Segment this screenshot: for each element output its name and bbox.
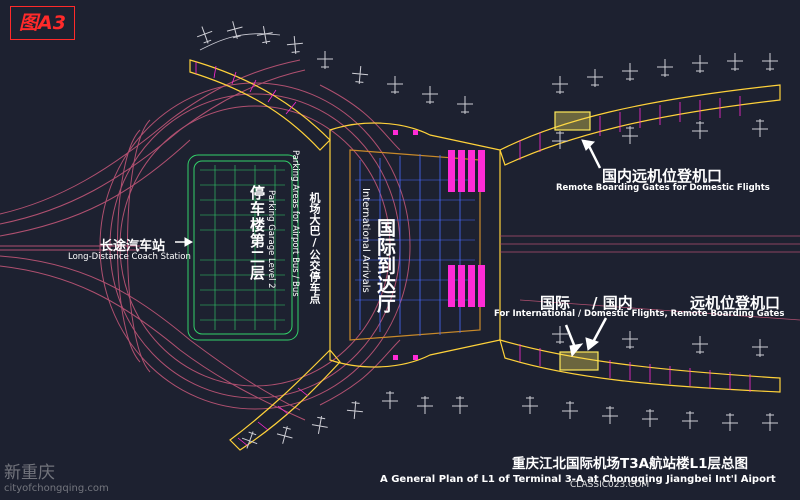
domestic-remote-gates-label-cn: 国内远机位登机口: [602, 167, 723, 185]
runway-band: [500, 235, 800, 253]
watermark-left: 新重庆 cityofchongqing.com: [4, 458, 109, 494]
terminal-building: [329, 122, 501, 368]
watermark-left-text: 新重庆: [4, 463, 55, 483]
domestic-label-cn: / 国内: [592, 294, 633, 312]
terminal-columns: [393, 130, 485, 360]
pointer-arrows: [175, 139, 608, 358]
concourse-south-east: [499, 299, 800, 393]
plan-title-cn: 重庆江北国际机场T3A航站楼L1层总图: [512, 456, 749, 472]
concourse-north-east: [499, 84, 781, 166]
bus-parking-label-en: Parking Areas for Airport Bus / Bus: [290, 150, 300, 297]
coach-station-label-cn: 长途汽车站: [100, 239, 166, 254]
bus-parking-label-cn: 机场大巴/公交停车点: [308, 192, 321, 304]
remote-gates-label-cn: 远机位登机口: [690, 294, 781, 312]
aircraft-stands: [196, 21, 778, 449]
parking-garage-label-en: Parking Garage Level 2: [266, 190, 276, 289]
intl-domestic-remote-gates-label-en: For International / Domestic Flights, Re…: [494, 309, 785, 319]
figure-label: 图A3: [10, 6, 75, 40]
intl-arrivals-label-cn: 国际到达厅: [374, 218, 396, 313]
concourse-north-west: [189, 33, 331, 151]
coach-station-label-en: Long-Distance Coach Station: [68, 252, 191, 262]
concourse-south-west: [229, 349, 341, 451]
parking-garage-label-cn: 停车楼第二层: [248, 185, 266, 281]
watermark-right: CLASSIC023.COM: [570, 480, 650, 490]
domestic-remote-gates-label-en: Remote Boarding Gates for Domestic Fligh…: [556, 183, 770, 193]
intl-arrivals-label-en: International Arrivals: [360, 188, 371, 293]
road-network: [0, 59, 411, 421]
watermark-left-url: cityofchongqing.com: [4, 483, 109, 494]
intl-label-cn: 国际: [540, 294, 571, 312]
parking-garage: [187, 154, 299, 341]
plan-title-en: A General Plan of L1 of Terminal 3-A at …: [380, 474, 776, 485]
